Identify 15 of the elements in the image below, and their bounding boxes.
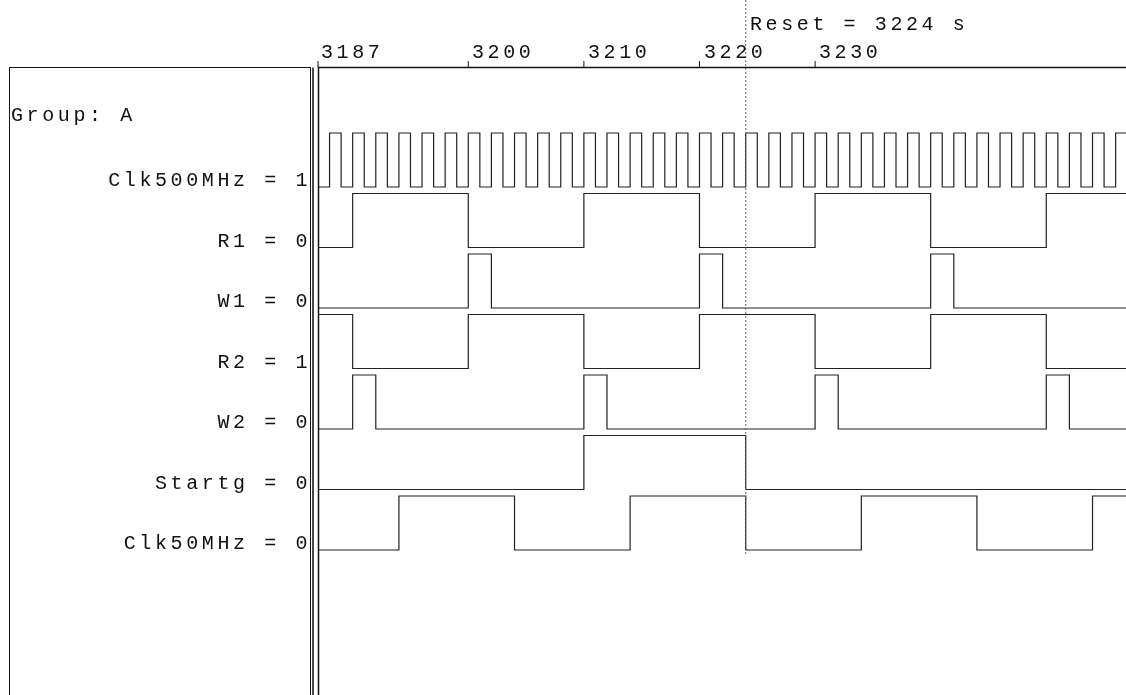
signal-label: W1 = 0 <box>217 291 311 313</box>
group-label: Group: A <box>11 105 136 127</box>
reset-marker-label: Reset = 3224 s <box>750 14 969 36</box>
signal-name-panel <box>9 67 311 695</box>
time-tick-label: 3230 <box>819 42 882 64</box>
time-tick-label: 3220 <box>704 42 767 64</box>
signal-label: Clk500MHz = 1 <box>108 170 311 192</box>
signal-label: R1 = 0 <box>217 230 311 253</box>
signal-label: W2 = 0 <box>217 412 311 434</box>
signal-label: Clk50MHz = 0 <box>123 533 311 555</box>
time-tick-label: 3187 <box>321 42 384 64</box>
time-tick-label: 3200 <box>472 42 535 64</box>
time-tick-label: 3210 <box>588 42 651 64</box>
signal-label: R2 = 1 <box>217 351 311 374</box>
signal-label: Startg = 0 <box>154 472 311 495</box>
